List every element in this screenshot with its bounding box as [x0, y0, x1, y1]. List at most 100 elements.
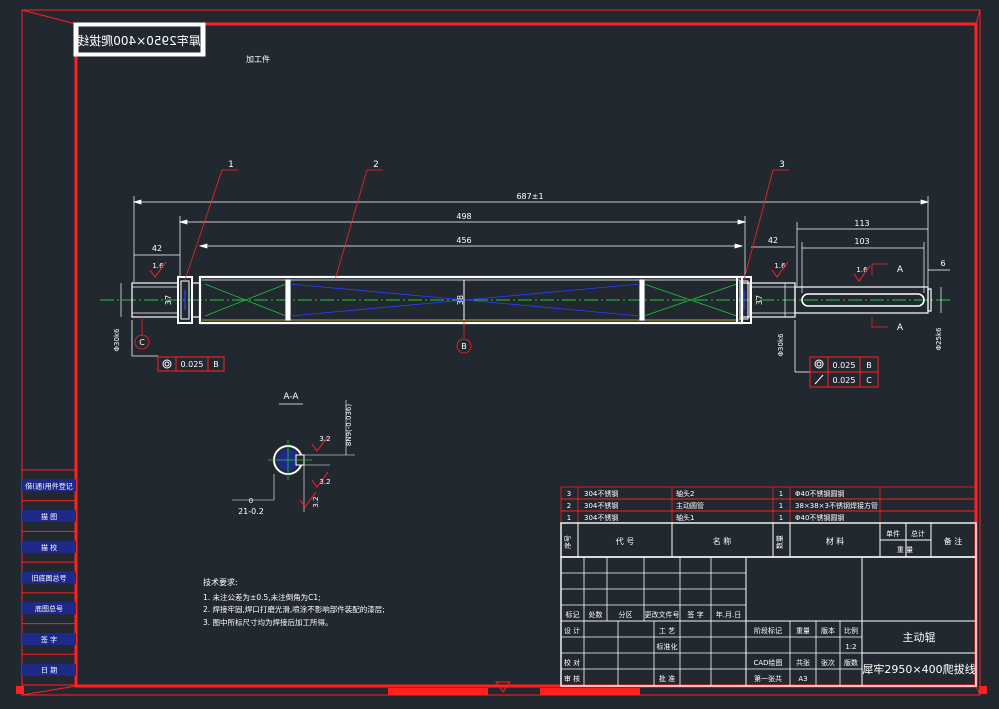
tech-line-1: 1. 未注公差为±0.5,未注倒角为C1;	[203, 592, 321, 602]
bom-h-qty: 数量	[775, 535, 784, 549]
bom-h-total: 总计	[911, 529, 925, 538]
tol-right2-ref: C	[866, 376, 872, 385]
title-stamp-text: 犀牢2950×400爬拔线	[77, 33, 201, 48]
cross-right-b	[643, 283, 738, 317]
dim-498: 498	[456, 212, 471, 221]
rough-mid: 1.6	[774, 262, 786, 270]
dim-456: 456	[456, 236, 471, 245]
role-process: 工 艺	[659, 627, 675, 635]
bom-qty: 1	[779, 490, 783, 498]
leader-3	[743, 169, 774, 281]
bom-material: Φ40不锈钢圆钢	[795, 513, 844, 522]
arrow-4	[737, 219, 747, 225]
dim-42-left: 42	[152, 244, 162, 253]
section-rough3: 3.2	[312, 496, 320, 507]
dim-38: 38	[456, 295, 465, 305]
bom-material: Φ40不锈钢圆钢	[795, 489, 844, 498]
scale-value: 1:2	[845, 643, 856, 651]
sheet-label: 张次	[821, 658, 835, 667]
left-stamp-label: 底图总号	[35, 604, 63, 613]
shaft-main-view	[100, 275, 950, 325]
paper-size: A3	[798, 675, 807, 683]
tol-left-box	[157, 356, 225, 372]
right-hub-inner	[739, 280, 749, 320]
bom-name: 轴头1	[676, 513, 694, 522]
corner-mark-tl	[21, 9, 77, 25]
left-stamp-label-bg	[22, 479, 76, 492]
bom-h-material: 材 料	[826, 536, 845, 546]
rev-label: 标记	[566, 610, 580, 619]
left-stamp-label: 描 图	[41, 512, 57, 521]
bom-name: 轴头2	[676, 489, 694, 498]
tolerance-frame-left: 0.025 B	[157, 356, 225, 372]
callout-3: 3	[779, 160, 785, 170]
tube-weld-right	[639, 279, 645, 321]
version-label: 版本	[821, 626, 835, 635]
rev-label: 处数	[589, 610, 603, 619]
part-name: 主动辊	[903, 630, 936, 644]
drawing-name: 犀牢2950×400爬拔线	[862, 662, 975, 676]
roughness-symbols	[149, 261, 871, 282]
bom-qty: 1	[779, 514, 783, 522]
dim-103: 103	[854, 237, 869, 246]
bom-h-no: 序号	[563, 535, 572, 549]
dim-overall: 687±1	[516, 192, 543, 201]
bom-h-weight: 重 量	[897, 546, 913, 554]
technical-requirements: 技术要求: 1. 未注公差为±0.5,未注倒角为C1; 2. 焊接牢固,焊口打磨…	[203, 577, 385, 627]
inner-border	[74, 22, 978, 688]
rough-symbol-mid	[771, 261, 789, 278]
dim-dia-left: Φ30k6	[113, 328, 121, 351]
bom-no: 1	[567, 514, 571, 522]
dim-dia-mid: Φ30k6	[777, 333, 785, 356]
bom-code: 304不锈钢	[584, 513, 618, 522]
dim-dia-right: Φ25k6	[935, 327, 943, 350]
rough-symbol-right	[853, 265, 871, 282]
hidden-diag-b	[289, 283, 641, 317]
tol-left-value: 0.025	[181, 360, 204, 369]
process-note: 加工件	[246, 54, 270, 64]
frame-tick-bl	[16, 686, 24, 694]
dim-37-left: 37	[164, 295, 173, 305]
dim-113: 113	[854, 219, 869, 228]
dimension-texts: 687±1 498 456 42 42 113 103 6 37 38 37 1…	[113, 192, 946, 356]
runout-icon-right	[814, 359, 824, 369]
rough-symbol-left	[149, 261, 167, 278]
left-stamp-label-bg	[22, 540, 76, 553]
tech-heading: 技术要求:	[203, 577, 238, 587]
tol-right1-ref: B	[866, 361, 872, 370]
callout-1: 1	[228, 160, 234, 170]
left-stamp-label: 借(通)用件登记	[25, 481, 72, 490]
tol-right1-value: 0.025	[833, 361, 856, 370]
section-mark-bottom: A	[897, 323, 904, 333]
arrow-5	[198, 243, 208, 249]
tolerance-frame-right: 0.025 B 0.025 C	[809, 356, 879, 388]
datum-b: B	[461, 342, 467, 351]
callout-labels: 1 2 3 C B A A	[139, 160, 904, 351]
section-rough2: 3.2	[319, 478, 330, 486]
arrow-6	[734, 243, 744, 249]
left-stamp-label: 签 字	[41, 635, 57, 644]
left-hub-inner	[180, 280, 190, 320]
dim-37-right: 37	[755, 295, 764, 305]
runout-icon-left-inner	[164, 361, 170, 367]
section-rough-sym3	[299, 491, 317, 508]
sheet-info: 第一张共	[754, 674, 782, 683]
leader-2	[334, 169, 368, 281]
tech-line-3: 3. 图中所标尺寸均为焊接后加工所得。	[203, 617, 333, 627]
datum-c-circle	[134, 334, 150, 350]
frame-tick-bottom-1	[388, 688, 488, 695]
title-stamp-inner	[77, 25, 202, 54]
frame-tick-br	[979, 686, 987, 694]
leader-1	[184, 169, 223, 281]
section-depth: 21-0.2	[238, 507, 264, 516]
role-standard: 标准化	[657, 642, 678, 651]
title-stamp: 犀牢2950×400爬拔线	[73, 22, 206, 57]
role-check: 校 对	[564, 658, 580, 667]
bom-name: 主动圆管	[676, 501, 704, 510]
drawing-frame	[16, 9, 987, 696]
bom-code: 304不锈钢	[584, 501, 618, 510]
version-col: 版数	[844, 658, 858, 667]
bom-code: 304不锈钢	[584, 489, 618, 498]
